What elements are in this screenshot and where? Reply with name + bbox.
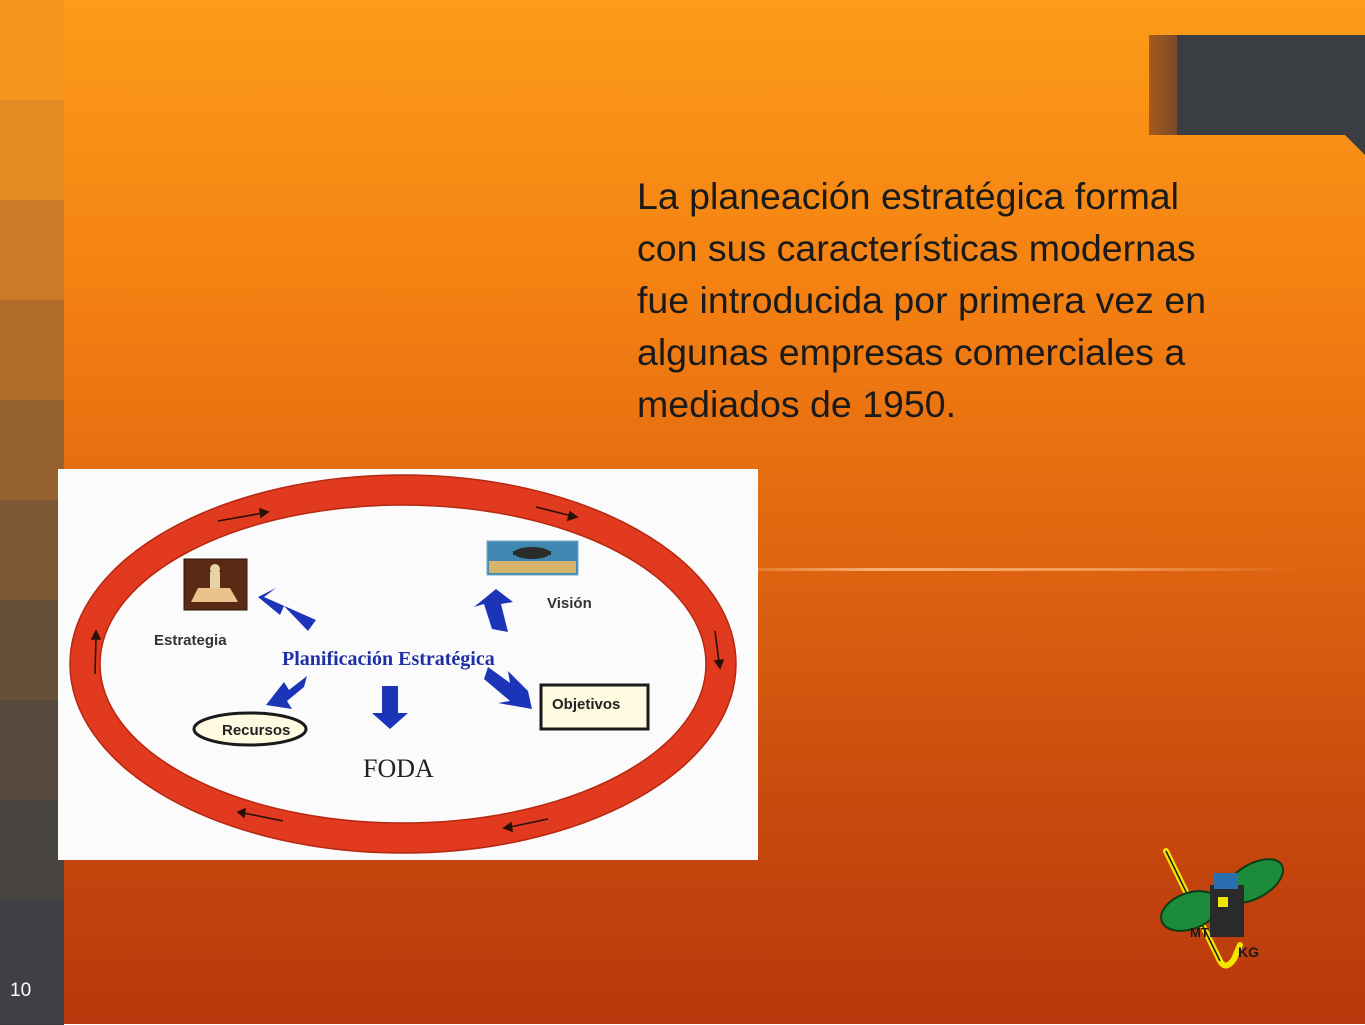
slide-body-text: La planeación estratégica formal con sus… <box>637 170 1317 430</box>
recursos-oval <box>192 711 308 747</box>
left-bar-segment <box>0 600 64 701</box>
vision-label: Visión <box>547 595 592 612</box>
logo-svg: MT KG <box>1160 848 1284 969</box>
left-accent-bar <box>0 0 64 1025</box>
diagram-title: Planificación Estratégica <box>282 648 495 670</box>
left-bar-segment <box>0 700 64 801</box>
estrategia-label: Estrategia <box>154 632 227 649</box>
corner-fold <box>1345 135 1365 155</box>
ring-direction-arrows <box>90 506 725 833</box>
left-bar-segment <box>0 0 64 101</box>
objetivos-box <box>539 683 650 731</box>
estrategia-icon <box>183 558 248 611</box>
logo-text-right: KG <box>1238 944 1259 960</box>
arrow-to-vision <box>474 589 513 632</box>
corner-dark-block <box>1177 35 1365 135</box>
arrow-to-objetivos <box>484 667 532 709</box>
body-line: La planeación estratégica formal <box>637 175 1179 217</box>
left-bar-segment <box>0 500 64 601</box>
body-line: con sus características modernas <box>637 227 1196 269</box>
arrow-to-recursos <box>266 676 307 709</box>
cycle-ring-outer-edge <box>69 474 737 854</box>
left-bar-segment <box>0 200 64 301</box>
logo-text-left: MT <box>1190 925 1209 940</box>
left-bar-segment <box>0 800 64 901</box>
foda-label: FODA <box>363 754 434 783</box>
left-bar-segment <box>0 300 64 401</box>
left-bar-segment <box>0 900 64 1025</box>
cycle-ring-inner-edge <box>99 504 707 824</box>
corner-accent-strip <box>1149 35 1177 135</box>
page-number: 10 <box>10 980 32 1001</box>
arrow-to-estrategia <box>258 588 316 631</box>
recursos-label: Recursos <box>222 722 290 739</box>
objetivos-label: Objetivos <box>552 696 620 713</box>
divider-line <box>700 568 1300 571</box>
body-line: fue introducida por primera vez en <box>637 279 1207 321</box>
vision-icon <box>486 540 579 576</box>
institution-logo: MT KG <box>1150 845 1290 975</box>
direction-arrows <box>258 588 532 729</box>
left-bar-segment <box>0 400 64 501</box>
diagram-svg: Estrategia Visión Planificación Estratég… <box>69 474 737 854</box>
left-bar-segment <box>0 100 64 201</box>
body-line: algunas empresas comerciales a <box>637 331 1186 373</box>
arrow-to-foda <box>372 686 408 729</box>
strategic-planning-diagram: Estrategia Visión Planificación Estratég… <box>58 469 758 860</box>
body-line: mediados de 1950. <box>637 383 956 425</box>
